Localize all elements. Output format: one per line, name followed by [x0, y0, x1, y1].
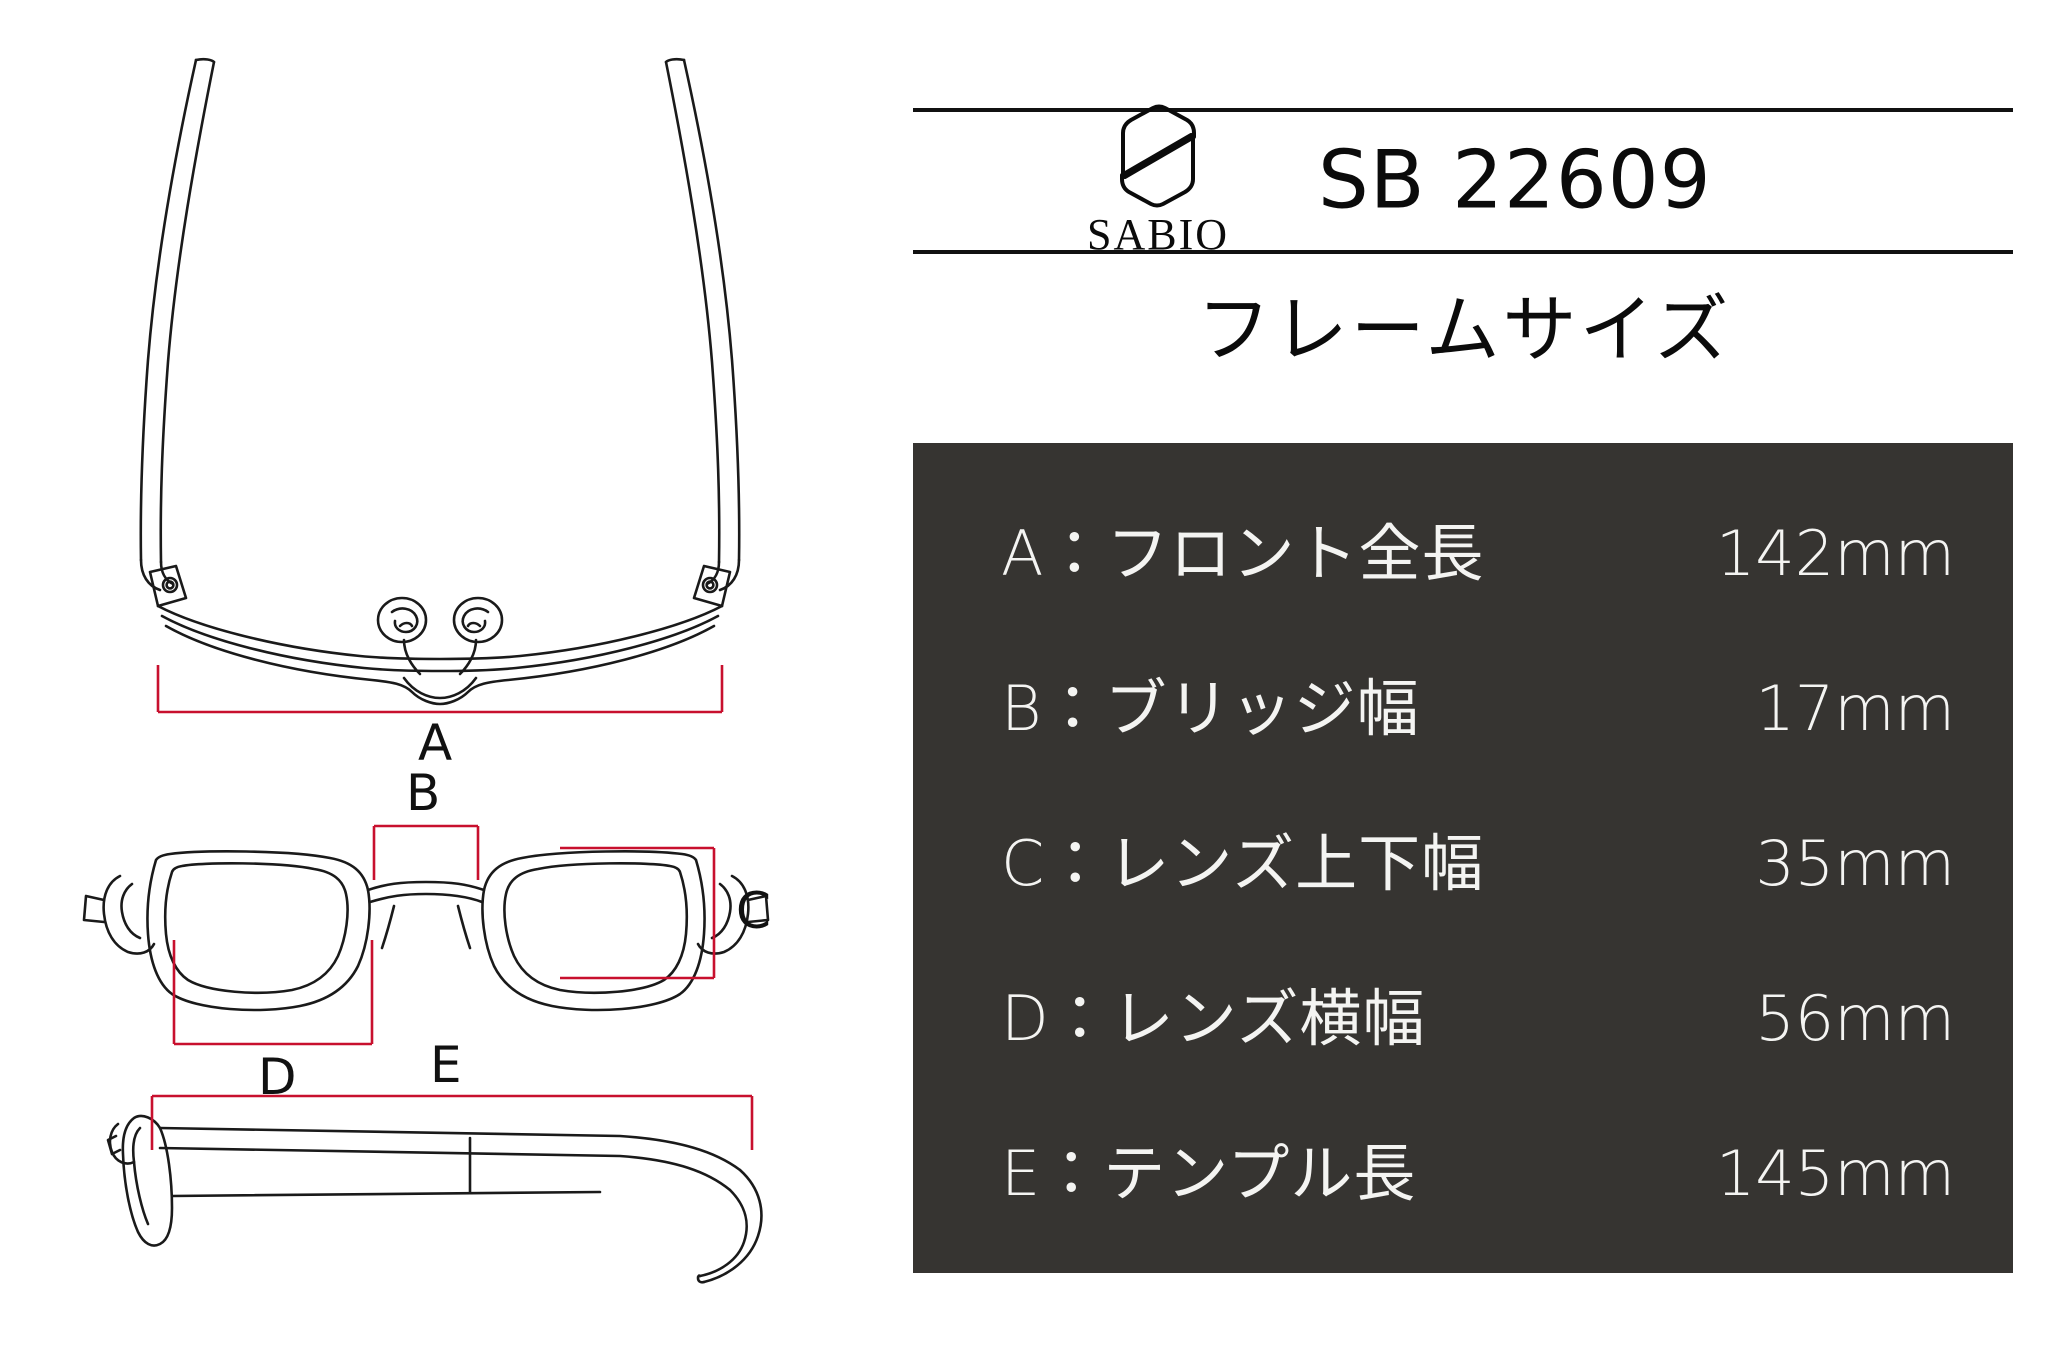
spec-separator: ： — [1048, 982, 1112, 1055]
brand-header: SABIO SB 22609 — [913, 104, 2013, 257]
measurement-table: A：フロント全長 142mm B：ブリッジ幅 17mm C：レンズ上下幅 35m… — [913, 443, 2013, 1273]
spec-name: フロント全長 — [1106, 517, 1485, 590]
page-title: フレームサイズ — [1196, 287, 1732, 373]
spec-label: C：レンズ上下幅 — [1001, 813, 1484, 903]
dimension-line-a — [156, 665, 724, 714]
brand-logo: SABIO — [1063, 103, 1253, 257]
spec-key: B — [1001, 672, 1042, 745]
table-row: E：テンプル長 145mm — [1001, 1123, 1955, 1213]
drawings-svg — [82, 57, 770, 1284]
front-view-drawing — [82, 850, 770, 1012]
eyeglass-technical-drawings: A B C D E — [0, 0, 880, 1365]
specification-panel: SABIO SB 22609 フレームサイズ A：フロント全長 142mm B：… — [880, 0, 2048, 1365]
spec-label: B：ブリッジ幅 — [1001, 658, 1420, 748]
spec-value: 142mm — [1715, 517, 1955, 590]
side-view-drawing — [106, 1114, 763, 1284]
nose-pad-right — [452, 596, 504, 676]
spec-separator: ： — [1044, 827, 1108, 900]
spec-key: E — [1001, 1137, 1041, 1210]
dimension-label-d: D — [258, 1048, 297, 1106]
spec-name: レンズ上下幅 — [1107, 827, 1485, 900]
spec-name: レンズ横幅 — [1111, 982, 1426, 1055]
spec-name: テンプル長 — [1103, 1137, 1417, 1210]
spec-name: ブリッジ幅 — [1104, 672, 1420, 745]
header-rule-bottom — [913, 250, 2013, 254]
spec-label: D：レンズ横幅 — [1001, 968, 1426, 1058]
table-row: A：フロント全長 142mm — [1001, 503, 1955, 593]
spec-separator: ： — [1043, 517, 1107, 590]
spec-value: 145mm — [1715, 1137, 1955, 1210]
spec-key: C — [1001, 827, 1045, 900]
spec-label: A：フロント全長 — [1001, 503, 1484, 593]
header-rule-top — [913, 108, 2013, 112]
sabio-hexagon-s-logo-icon — [1120, 104, 1196, 208]
model-number: SB 22609 — [1318, 133, 1712, 227]
dimension-line-b — [372, 824, 480, 880]
dimension-label-e: E — [430, 1036, 462, 1094]
table-row: D：レンズ横幅 56mm — [1001, 968, 1955, 1058]
spec-separator: ： — [1040, 1137, 1104, 1210]
brand-name: SABIO — [1086, 210, 1230, 259]
nose-pad-left — [376, 596, 428, 676]
spec-value: 56mm — [1755, 982, 1955, 1055]
dimension-line-d — [172, 940, 374, 1046]
spec-label: E：テンプル長 — [1001, 1123, 1416, 1213]
dimension-line-e — [150, 1094, 754, 1150]
dimension-label-a: A — [418, 714, 453, 772]
dimension-label-b: B — [406, 764, 441, 822]
spec-value: 35mm — [1755, 827, 1955, 900]
spec-key: D — [1001, 982, 1049, 1055]
spec-separator: ： — [1041, 672, 1105, 745]
dimension-line-c — [560, 846, 716, 980]
dimension-label-c: C — [736, 882, 771, 940]
table-row: C：レンズ上下幅 35mm — [1001, 813, 1955, 903]
spec-value: 17mm — [1755, 672, 1955, 745]
spec-key: A — [1001, 517, 1044, 590]
top-view-drawing — [139, 57, 741, 706]
table-row: B：ブリッジ幅 17mm — [1001, 658, 1955, 748]
